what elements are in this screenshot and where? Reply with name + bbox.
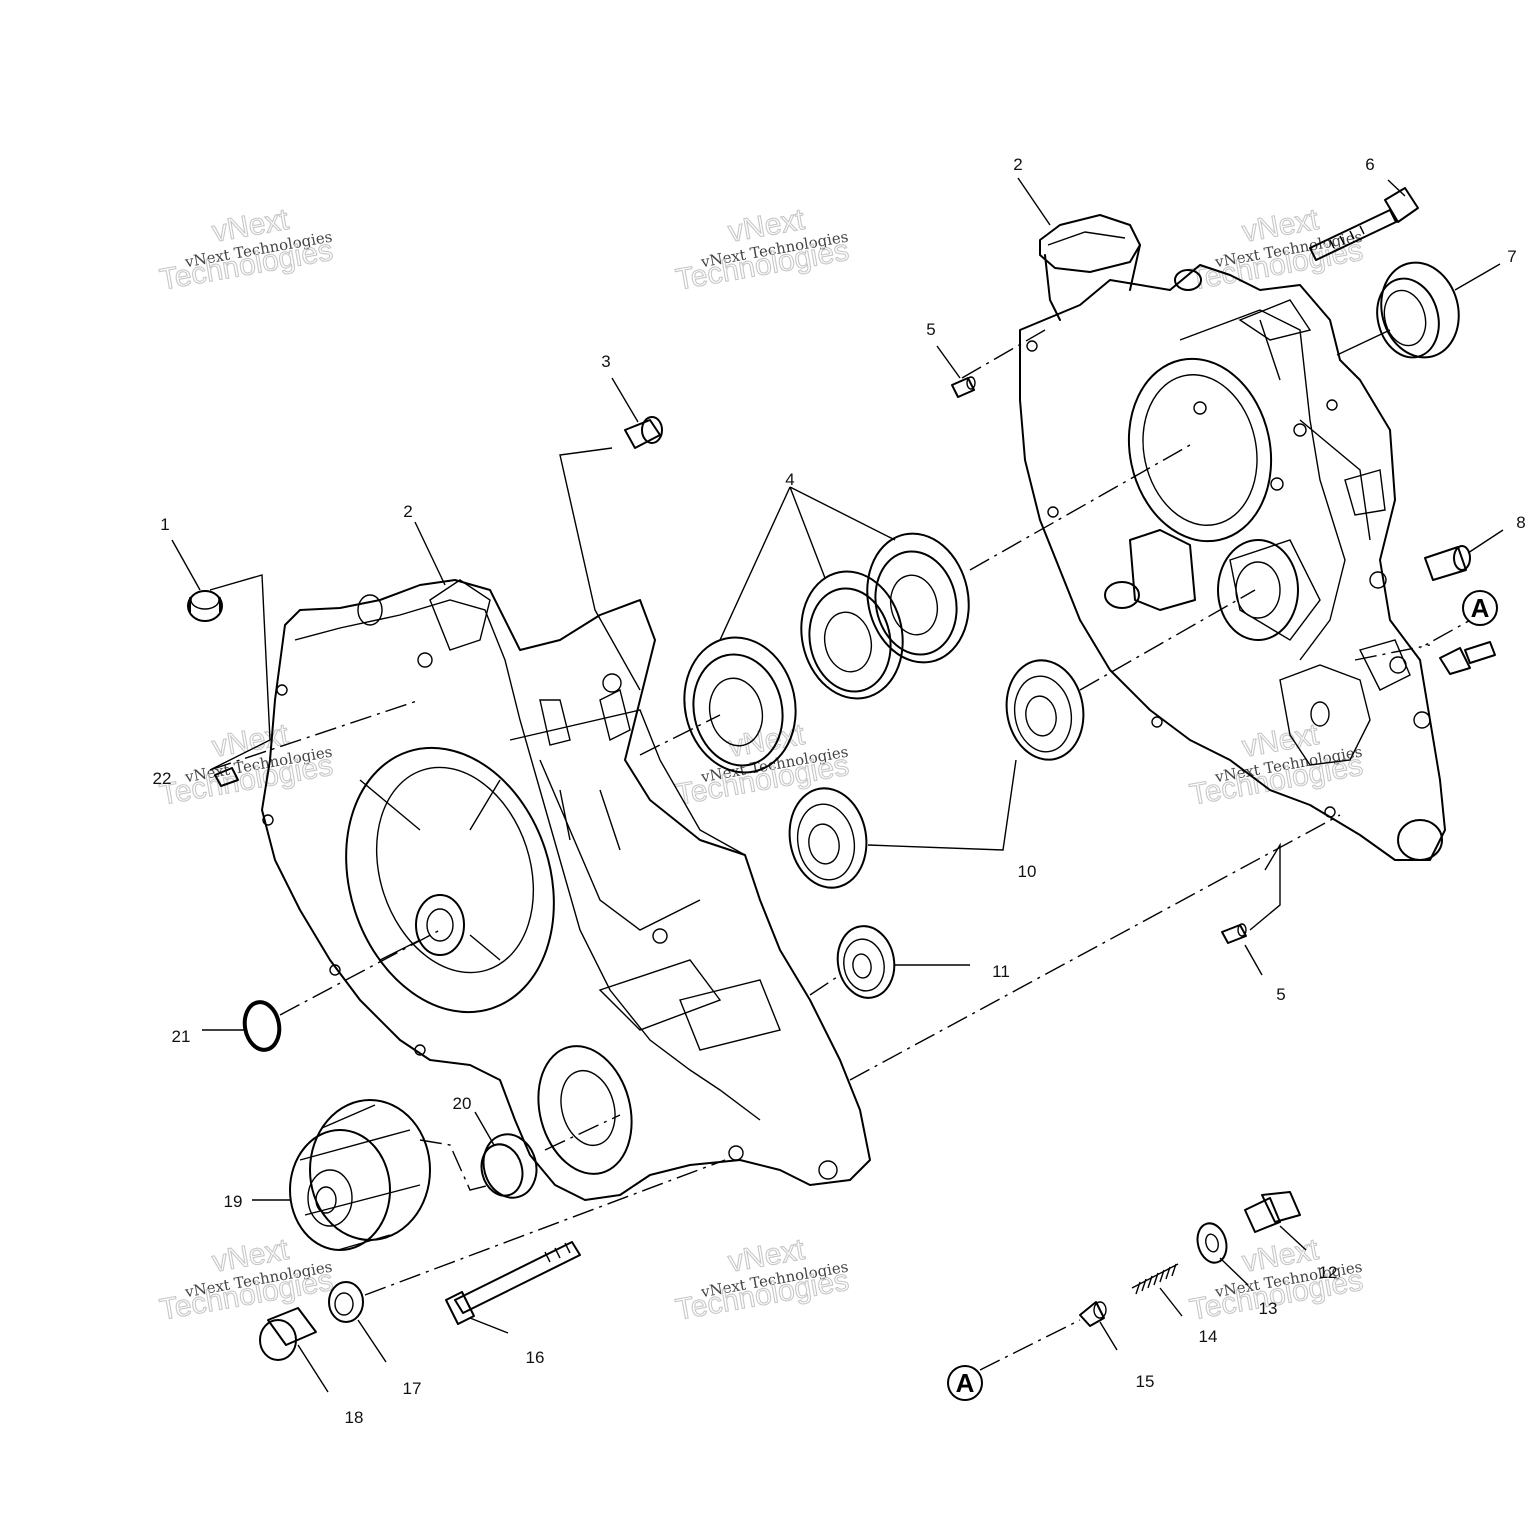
- callout-20: 20: [453, 1094, 472, 1113]
- washer-13: [1196, 1222, 1228, 1264]
- callout-1: 1: [160, 515, 169, 534]
- callout-4: 4: [785, 470, 794, 489]
- dowel-pin-5-top: [951, 376, 976, 398]
- bolt-6: [1309, 187, 1419, 261]
- callout-17: 17: [403, 1379, 422, 1398]
- callout-5-top: 5: [926, 320, 935, 339]
- callout-5-bottom: 5: [1276, 985, 1285, 1004]
- washer-17: [328, 1281, 364, 1323]
- watermark: vNext vNext Technologies Technologies: [157, 717, 336, 812]
- watermark: vNext vNext Technologies Technologies: [673, 202, 852, 297]
- bearing-11: [836, 925, 896, 999]
- callout-13: 13: [1259, 1299, 1278, 1318]
- callout-8: 8: [1516, 513, 1525, 532]
- right-crankcase: [1019, 214, 1446, 861]
- callout-2-right: 2: [1013, 155, 1022, 174]
- callout-6: 6: [1365, 155, 1374, 174]
- watermark: vNext vNext Technologies Technologies: [157, 1232, 336, 1327]
- dowel-pin-1: [187, 590, 223, 622]
- bearing-4-c: [866, 532, 970, 664]
- drain-plug-18: [259, 1307, 317, 1361]
- oil-seal-7: [1376, 261, 1460, 359]
- plug-8: [1424, 545, 1471, 581]
- watermark: vNext vNext Technologies Technologies: [1187, 202, 1366, 297]
- callout-16: 16: [526, 1348, 545, 1367]
- callout-11: 11: [992, 962, 1010, 981]
- callout-18: 18: [345, 1408, 364, 1427]
- callout-12: 12: [1319, 1263, 1338, 1282]
- callout-labels: 1 2 2 3 4 5 5 6 7 8 10 11 12 13 14 15 16…: [153, 155, 1526, 1427]
- reference-mark-a-bottom: A: [947, 1365, 983, 1401]
- callout-22: 22: [153, 769, 172, 788]
- callout-21: 21: [172, 1027, 191, 1046]
- pulley-19: [289, 1099, 431, 1251]
- leader-lines: [171, 177, 1504, 1393]
- reference-mark-a-top: A: [1462, 590, 1498, 626]
- fitting-A-top: [1439, 641, 1496, 675]
- watermark: vNext vNext Technologies Technologies: [157, 202, 336, 297]
- oil-seal-20: [480, 1133, 538, 1199]
- callout-3: 3: [601, 352, 610, 371]
- bolt-12: [1244, 1191, 1301, 1233]
- left-crankcase: [261, 579, 871, 1201]
- bearing-10-a: [1005, 659, 1085, 761]
- relief-valve-15: [1079, 1301, 1107, 1327]
- bearing-10-b: [788, 787, 868, 889]
- dowel-pin-5-bottom: [1221, 923, 1247, 944]
- bearing-4-b: [800, 570, 904, 700]
- callout-14: 14: [1199, 1327, 1218, 1346]
- callout-15: 15: [1136, 1372, 1155, 1391]
- o-ring-21: [242, 1000, 282, 1052]
- svg-text:A: A: [1471, 593, 1490, 623]
- bearing-4-a: [683, 636, 797, 774]
- watermark: vNext vNext Technologies Technologies: [673, 1232, 852, 1327]
- callout-19: 19: [224, 1192, 243, 1211]
- dowel-pin-3: [624, 416, 663, 449]
- spring-14: [1131, 1263, 1179, 1295]
- callout-7: 7: [1507, 247, 1516, 266]
- callout-2-left: 2: [403, 502, 412, 521]
- stud-bolt-16: [445, 1241, 581, 1325]
- dowel-pin-22: [214, 767, 239, 787]
- svg-text:A: A: [956, 1368, 975, 1398]
- callout-10: 10: [1018, 862, 1037, 881]
